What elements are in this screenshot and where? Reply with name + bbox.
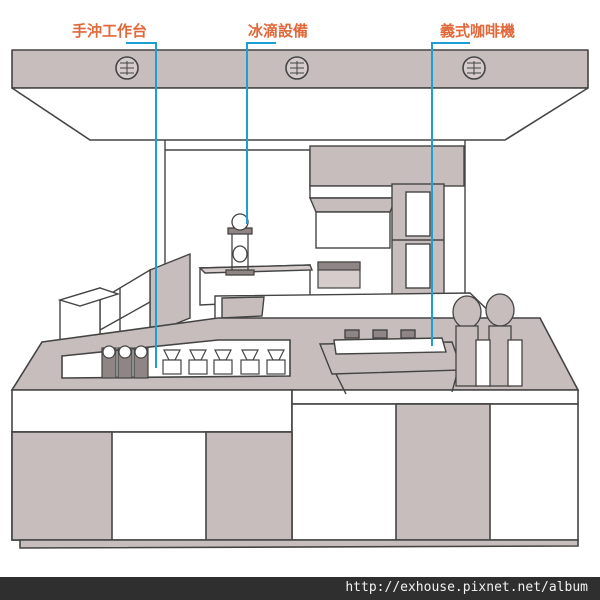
stove-icon bbox=[317, 261, 361, 289]
pour-over-dripper-icon bbox=[101, 345, 286, 379]
leader-lines bbox=[126, 42, 470, 368]
leader-line-cold-drip bbox=[246, 42, 276, 224]
footer-url[interactable]: http://exhouse.pixnet.net/album bbox=[345, 580, 588, 595]
range-hood bbox=[308, 145, 465, 249]
label-pour-over-station: 手沖工作台 bbox=[72, 22, 148, 40]
cold-drip-tower-icon bbox=[225, 213, 255, 276]
front-counter bbox=[10, 317, 580, 549]
leader-line-pour-over bbox=[126, 42, 157, 368]
label-cold-drip-equipment: 冰滴設備 bbox=[248, 22, 309, 40]
footer-bar: http://exhouse.pixnet.net/album bbox=[0, 577, 600, 600]
leader-line-espresso bbox=[431, 42, 470, 346]
ceiling-hood bbox=[11, 49, 589, 141]
label-espresso-machine: 義式咖啡機 bbox=[440, 22, 516, 40]
espresso-machine-icon bbox=[318, 329, 463, 395]
coffee-grinder-icon bbox=[452, 293, 523, 387]
refrigerator-unit bbox=[391, 183, 445, 297]
